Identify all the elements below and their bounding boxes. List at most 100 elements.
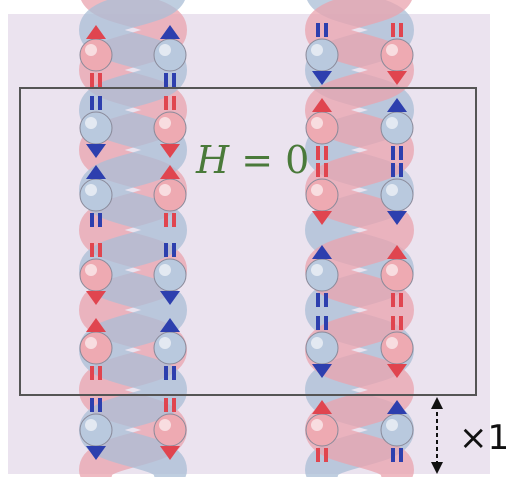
spin-shaft [399,23,403,37]
atom-highlight [311,184,323,196]
spin-site-blue-up [153,318,187,380]
unit-cell-frame [19,87,477,396]
atom-highlight [311,117,323,129]
spin-site-blue-up [380,98,414,160]
spin-shaft [391,163,395,177]
spin-arrowhead-up [387,245,407,259]
atom-highlight [85,184,97,196]
atom-highlight [159,44,171,56]
spin-site-blue-down [153,243,187,305]
spin-shaft [164,213,168,227]
spin-arrowhead-down [312,71,332,85]
spin-site-red-up [380,245,414,307]
atom-highlight [386,419,398,431]
spin-site-red-down [305,163,339,225]
repeat-arrow [431,397,443,474]
spin-shaft [316,163,320,177]
atom [153,38,187,72]
atom [79,258,113,292]
spin-arrowhead-up [312,98,332,112]
spin-shaft [98,73,102,87]
spin-shaft [90,96,94,110]
spin-arrowhead-up [387,400,407,414]
spin-site-blue-down [305,23,339,85]
atom [153,111,187,145]
spin-arrowhead-down [160,446,180,460]
spin-arrowhead-down [160,291,180,305]
atom-highlight [386,44,398,56]
spin-site-blue-up [79,165,113,227]
atom-highlight [159,184,171,196]
spin-shaft [172,96,176,110]
spin-site-blue-up [153,25,187,87]
atom-highlight [386,337,398,349]
spin-shaft [90,398,94,412]
spin-site-red-up [79,318,113,380]
spin-site-blue-down [79,96,113,158]
atom [79,413,113,447]
spin-shaft [164,96,168,110]
diagram-background [8,14,490,474]
atom-highlight [386,117,398,129]
atom-highlight [159,419,171,431]
spin-shaft [172,73,176,87]
atom [79,111,113,145]
spin-shaft [164,243,168,257]
spin-site-red-down [380,23,414,85]
spin-site-red-down [79,243,113,305]
atom [153,258,187,292]
atom [79,178,113,212]
spin-shaft [164,398,168,412]
atom [305,413,339,447]
spin-site-blue-down [380,163,414,225]
spin-shaft [316,23,320,37]
atom [153,331,187,365]
spin-arrowhead-down [86,291,106,305]
atom [380,178,414,212]
spin-shaft [324,163,328,177]
atom-highlight [85,117,97,129]
spin-site-blue-up [380,400,414,462]
spin-arrowhead-down [86,446,106,460]
spin-shaft [98,243,102,257]
spin-shaft [324,23,328,37]
spin-shaft [98,213,102,227]
spin-shaft [164,73,168,87]
atom [305,258,339,292]
spin-site-red-down [153,96,187,158]
spin-arrowhead-up [86,318,106,332]
spin-shaft [316,293,320,307]
spin-shaft [316,448,320,462]
atom-highlight [159,117,171,129]
spin-site-red-up [153,165,187,227]
spin-shaft [90,213,94,227]
repeat-count-label: ×1 [459,418,510,458]
spin-shaft [316,146,320,160]
spin-shaft [90,73,94,87]
spin-shaft [324,146,328,160]
spin-shaft [399,293,403,307]
spin-site-red-up [305,400,339,462]
spin-shaft [391,23,395,37]
spin-shaft [172,366,176,380]
spin-shaft [90,366,94,380]
spin-arrowhead-up [387,98,407,112]
spin-sites [79,23,414,462]
spin-shaft [324,448,328,462]
spin-site-red-up [79,25,113,87]
atom [153,413,187,447]
atom-highlight [311,44,323,56]
atom-highlight [386,264,398,276]
atom [305,38,339,72]
spin-shaft [316,316,320,330]
spin-shaft [399,448,403,462]
spin-shaft [324,293,328,307]
spin-shaft [391,293,395,307]
spin-shaft [324,316,328,330]
spin-shaft [98,366,102,380]
spin-arrowhead-down [387,211,407,225]
atom [153,178,187,212]
spin-shaft [164,366,168,380]
spin-site-red-down [153,398,187,460]
atom-highlight [386,184,398,196]
